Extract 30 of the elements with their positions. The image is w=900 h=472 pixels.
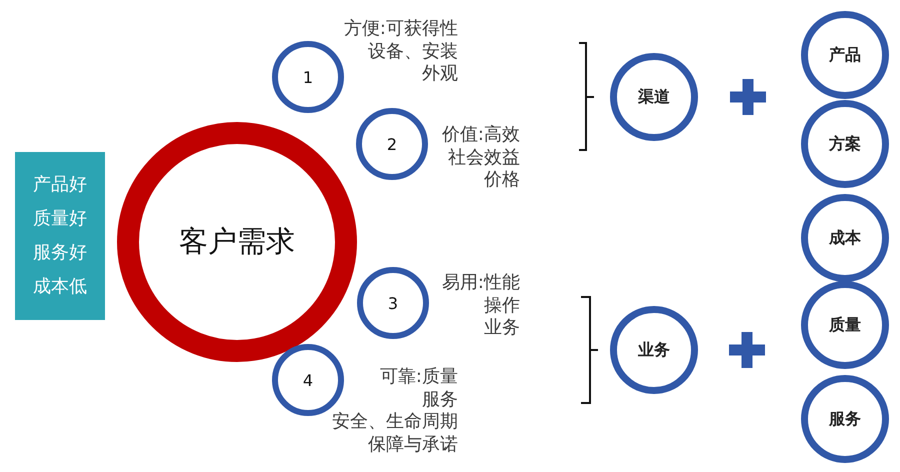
list-item: 质量好 [33,208,87,230]
annotation-text: 社会效益 [447,146,520,169]
circle-number: 4 [302,370,314,390]
circle-number: 1 [302,68,314,86]
circle-label: 质量 [829,314,861,336]
annotation-text: 设备、安装 [367,40,458,63]
annotation-text: 服务 [421,388,458,411]
circle-label: 服务 [829,408,861,430]
circle-number: 2 [386,134,398,154]
annotation-text: 安全、生命周期 [332,411,458,434]
annotation-text: 可靠:质量 [378,366,458,388]
annotation-text: 业务 [483,317,520,340]
annotation-text: 方便:可获得性 [344,18,458,40]
list-panel [15,152,105,320]
annotation-text: 易用:性能 [442,272,520,294]
list-item: 服务好 [33,242,87,264]
circle-label: 业务 [638,340,670,360]
circle-number: 3 [388,294,398,312]
list-item: 产品好 [33,174,87,196]
annotation-text: 价格 [483,169,520,192]
annotation-text: 外观 [421,63,458,86]
annotation-text: 保障与承诺 [367,434,458,456]
annotation-text: 价值:高效 [442,124,520,146]
circle-label: 成本 [829,228,861,248]
circle-label: 渠道 [638,86,670,108]
list-item: 成本低 [33,276,87,298]
circle-label: 产品 [829,44,861,66]
circle-label: 方案 [829,134,861,154]
ring-title: 客户需求 [179,223,295,260]
annotation-text: 操作 [483,294,520,317]
